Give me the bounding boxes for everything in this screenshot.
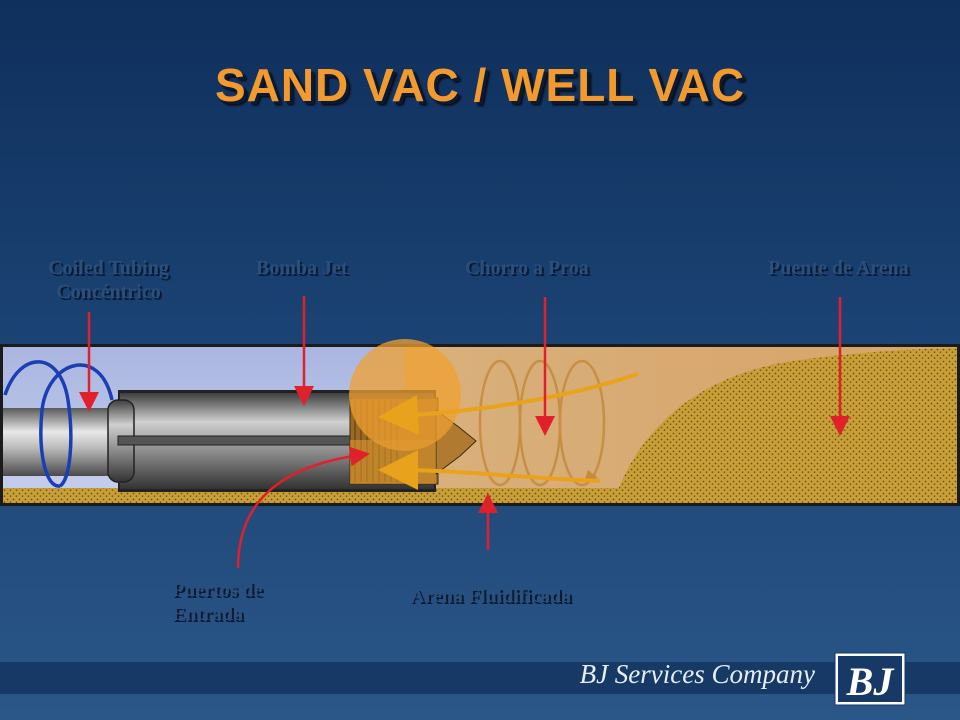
footer-bar bbox=[0, 662, 960, 694]
return-flow-lower bbox=[378, 450, 601, 491]
slide-title: SAND VAC / WELL VAC bbox=[214, 59, 746, 111]
bj-logo: BJ bbox=[834, 652, 906, 706]
label-puente-de-arena: Puente de Arena bbox=[768, 257, 909, 279]
label-coiled-tubing: Coiled Tubing Concéntrico bbox=[48, 257, 169, 303]
coiled-tubing-spiral bbox=[3, 360, 114, 488]
label-arena-fluidificada: Arena Fluidificada bbox=[410, 585, 572, 607]
arrow-puertos-de-entrada bbox=[236, 446, 370, 569]
jet-glow bbox=[349, 339, 461, 451]
logo-text: BJ bbox=[846, 659, 896, 704]
jet-glow-lower bbox=[350, 440, 436, 484]
label-bomba-jet: Bomba Jet bbox=[256, 257, 348, 279]
fluid-swirl bbox=[478, 359, 606, 487]
sand-bridge bbox=[618, 348, 957, 503]
label-puertos-de-entrada: Puertos de Entrada bbox=[172, 579, 263, 625]
return-flow-upper bbox=[378, 372, 639, 435]
label-chorro-a-proa: Chorro a Proa bbox=[465, 257, 589, 279]
company-name: BJ Services Company bbox=[579, 659, 815, 689]
coiled-tubing bbox=[3, 408, 115, 476]
